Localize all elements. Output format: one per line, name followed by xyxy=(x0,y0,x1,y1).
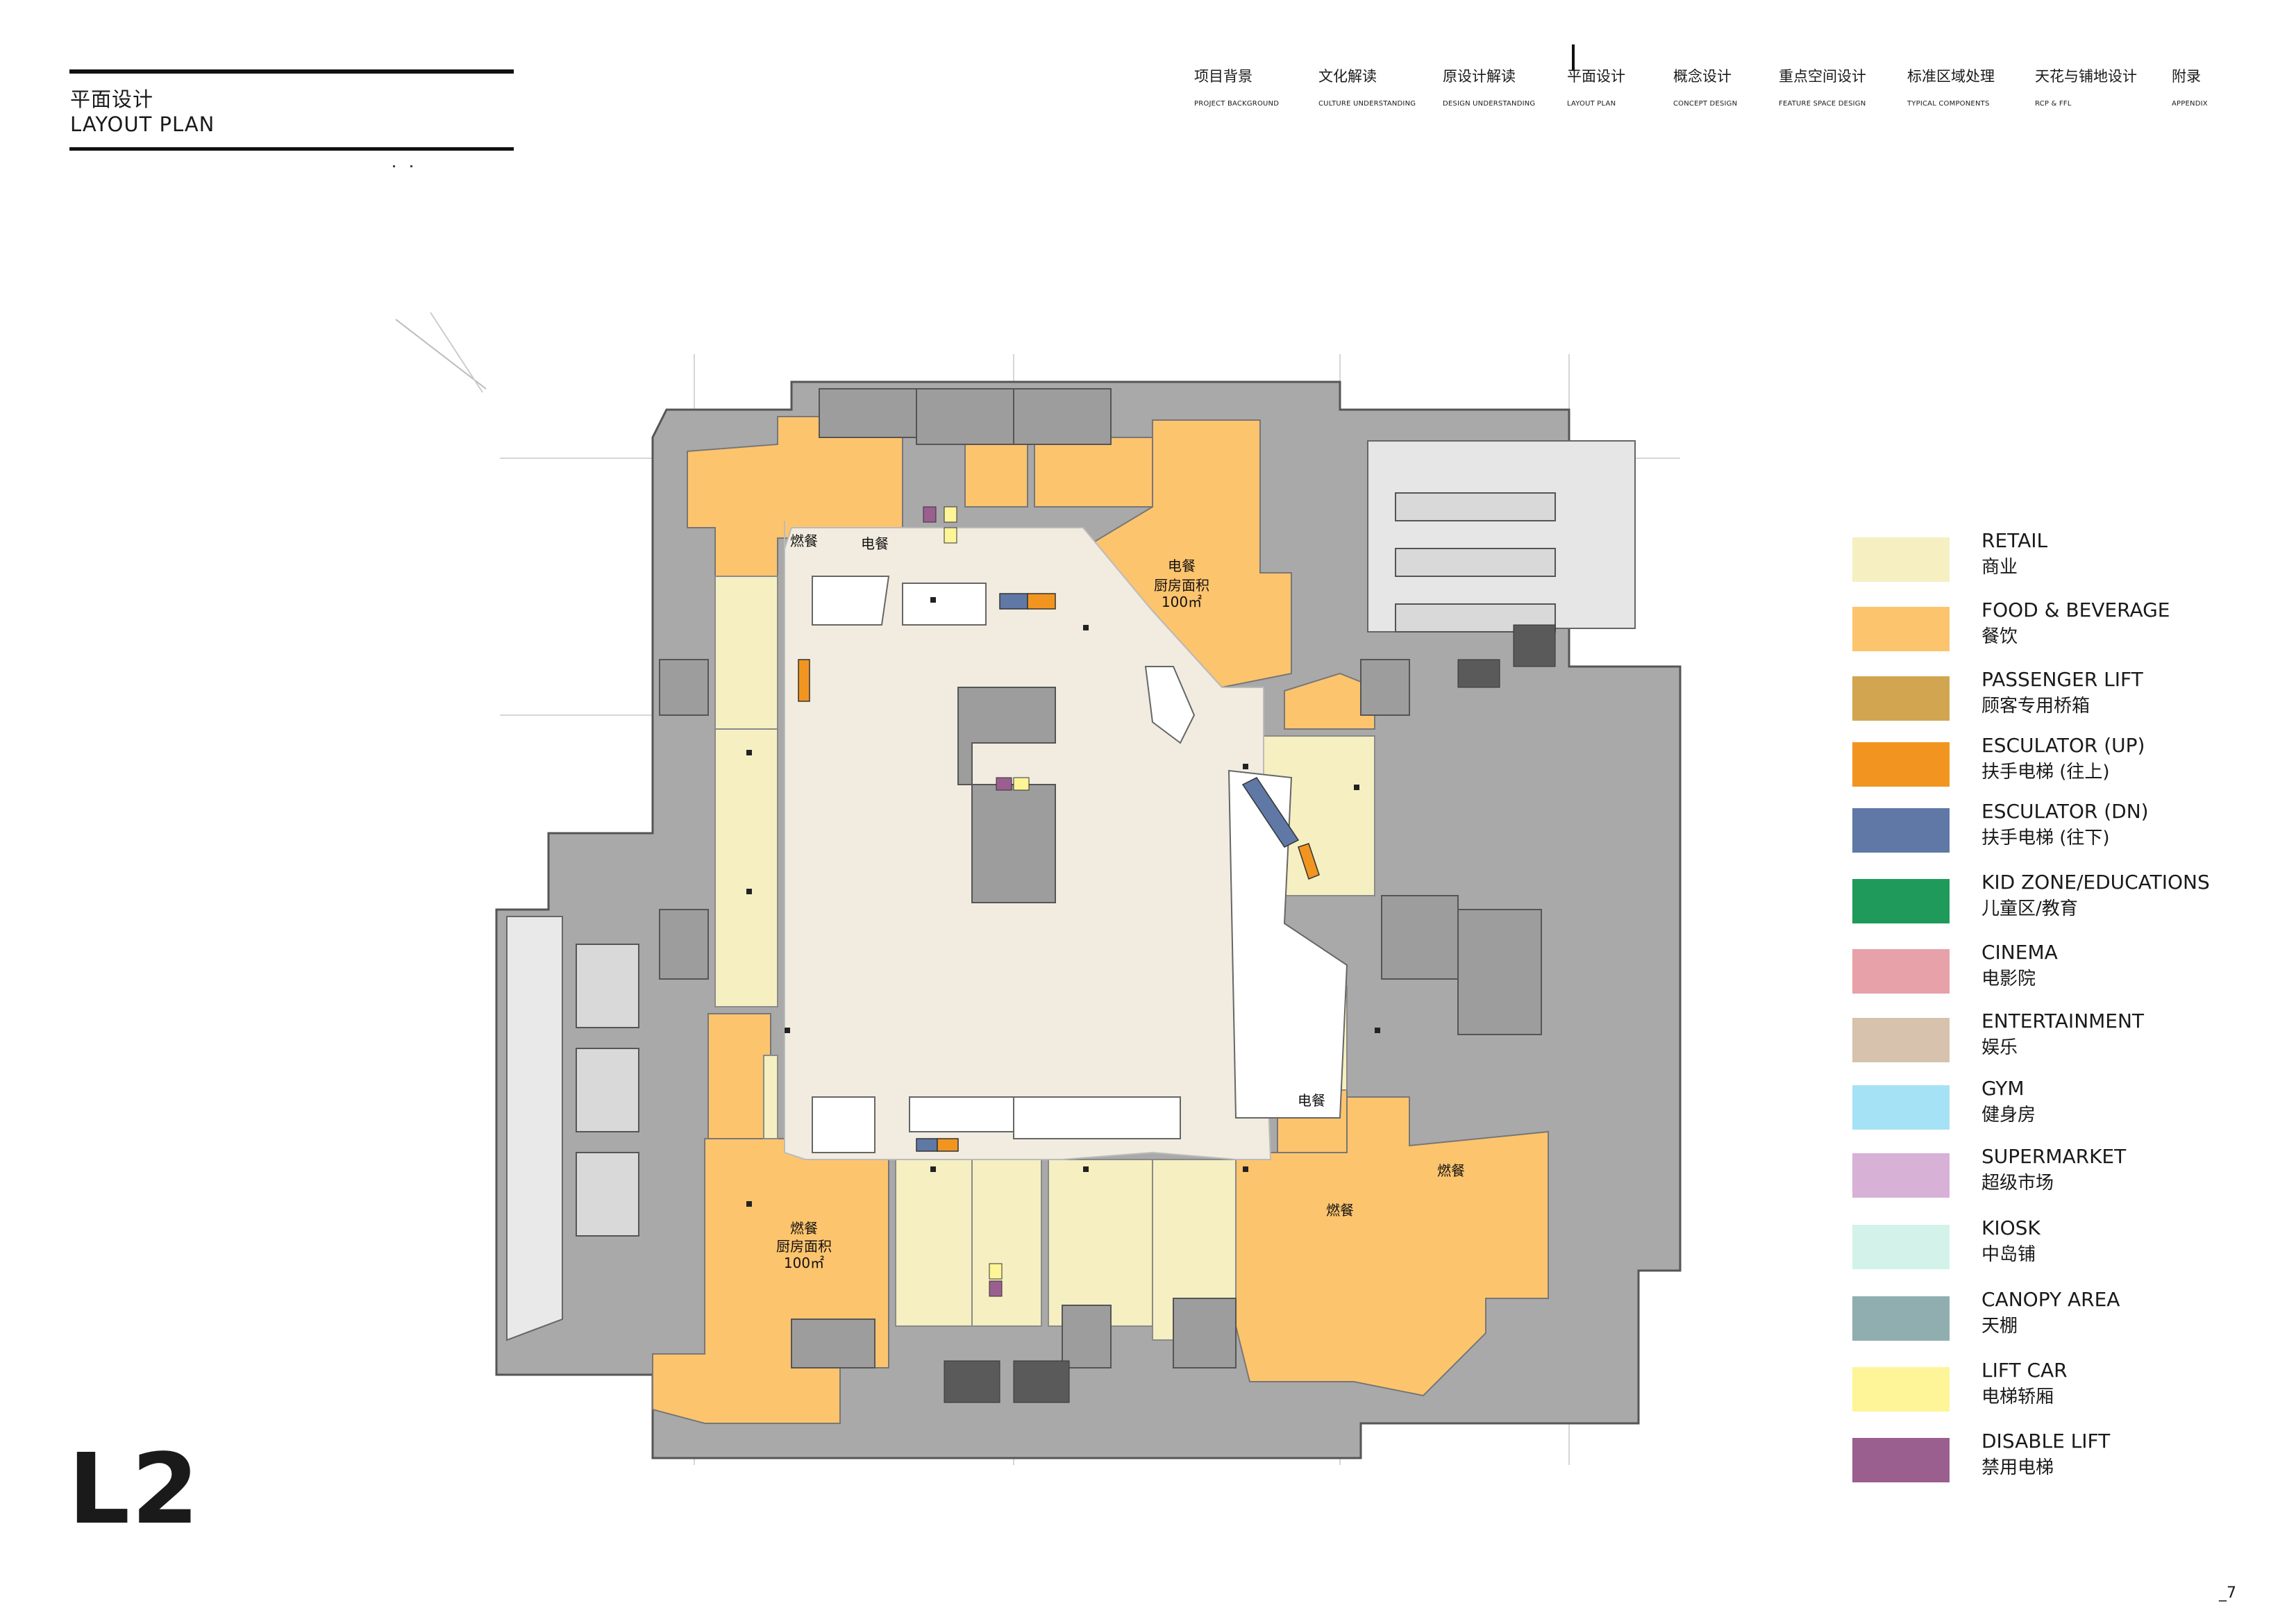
escalators xyxy=(798,593,1320,1152)
legend-swatch xyxy=(1852,1367,1950,1412)
legend-swatch xyxy=(1852,607,1950,651)
service-area-west xyxy=(506,916,563,1341)
legend-item: ESCULATOR (DN)扶手电梯 (往下) xyxy=(1852,800,2269,855)
legend-swatch xyxy=(1852,1438,1950,1482)
washroom-blocks xyxy=(576,492,1556,1237)
legend-swatch xyxy=(1852,1153,1950,1198)
label-kitchen-area-southwest: 厨房面积 xyxy=(776,1238,832,1255)
core-blocks xyxy=(659,388,1542,1368)
label-fnb-gas-southwest: 燃餐 xyxy=(790,1220,818,1237)
page-number: _7 xyxy=(2219,1584,2236,1602)
lift-cars xyxy=(923,506,1030,1297)
label-fnb-gas-southeast: 燃餐 xyxy=(1326,1202,1354,1219)
legend-swatch xyxy=(1852,676,1950,721)
legend-swatch xyxy=(1852,537,1950,582)
legend-swatch xyxy=(1852,1296,1950,1341)
label-fnb-electric-north: 电餐 xyxy=(861,535,889,552)
header-rule-top xyxy=(69,69,514,74)
legend-swatch xyxy=(1852,1225,1950,1269)
service-area-northeast xyxy=(1367,440,1636,633)
floor-plan: 燃餐 电餐 电餐 厨房面积 100㎡ 电餐 燃餐 燃餐 燃餐 厨房面积 100㎡ xyxy=(495,354,1682,1465)
page-title-en: LAYOUT PLAN xyxy=(70,112,215,136)
stair-blocks xyxy=(944,624,1556,1403)
legend-item: ESCULATOR (UP)扶手电梯 (往上) xyxy=(1852,734,2269,789)
header-rule-bottom xyxy=(69,147,514,151)
label-fnb-gas-east: 燃餐 xyxy=(1437,1162,1465,1179)
atrium-voids xyxy=(812,576,1348,1153)
label-area-northeast: 100㎡ xyxy=(1162,594,1202,610)
legend-swatch xyxy=(1852,742,1950,787)
floor-level-label: L2 xyxy=(68,1433,201,1546)
decorative-diagonal-lines xyxy=(395,312,487,393)
page-title-zh: 平面设计 xyxy=(70,87,154,111)
legend-swatch xyxy=(1852,949,1950,994)
label-area-southwest: 100㎡ xyxy=(784,1255,824,1271)
legend-swatch xyxy=(1852,1085,1950,1130)
label-kitchen-area-northeast: 厨房面积 xyxy=(1154,577,1209,594)
nav-active-marker xyxy=(1572,44,1575,71)
legend-swatch xyxy=(1852,808,1950,853)
header-tick-marks xyxy=(393,165,412,167)
label-fnb-gas-northwest: 燃餐 xyxy=(790,533,818,549)
legend-swatch xyxy=(1852,1018,1950,1062)
structural-columns xyxy=(746,597,1380,1207)
label-fnb-electric-northeast: 电餐 xyxy=(1168,558,1196,574)
legend-swatch xyxy=(1852,879,1950,923)
label-fnb-electric-east: 电餐 xyxy=(1298,1092,1325,1109)
